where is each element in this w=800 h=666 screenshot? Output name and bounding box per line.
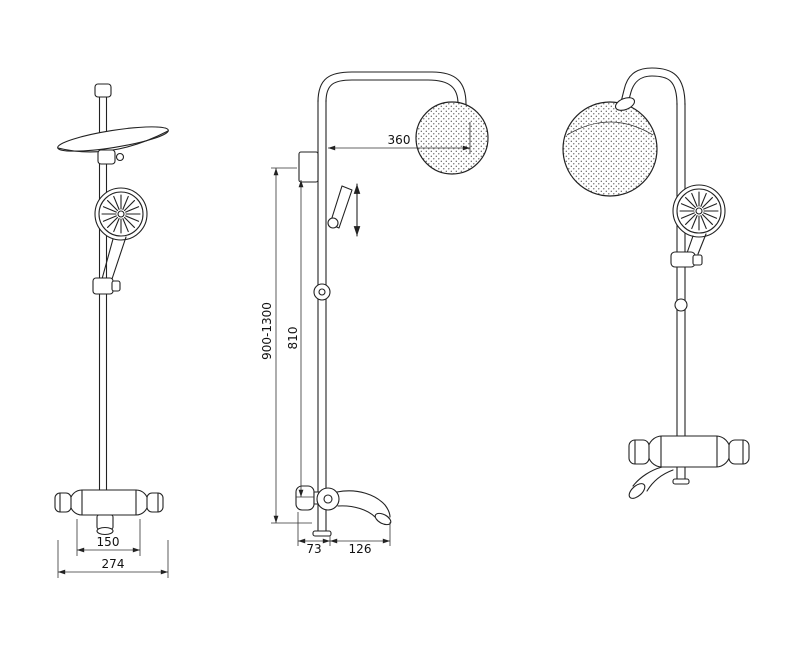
- diverter-lever: [327, 185, 353, 229]
- riser-pipe-perspective: [676, 102, 686, 438]
- spout-outlet-perspective: [628, 483, 646, 499]
- riser-pipe-side: [317, 99, 327, 532]
- top-cap: [94, 83, 112, 98]
- spout-front: [96, 514, 114, 530]
- pipe-connector: [674, 298, 688, 312]
- dim-inlet-spacing: 150: [76, 519, 141, 556]
- dim-overall-width: 274: [57, 540, 169, 578]
- dim-810-label: 810: [286, 327, 300, 350]
- dim-riser-height: 810: [286, 180, 314, 498]
- head-mount: [97, 149, 116, 165]
- dim-126-label: 126: [349, 542, 372, 556]
- holder-side: [313, 283, 331, 301]
- slider-holder: [92, 277, 114, 295]
- dim-150-label: 150: [97, 535, 120, 549]
- top-arm-perspective: [620, 67, 686, 106]
- dim-wall-offset: 73: [297, 512, 331, 556]
- dim-360-label: 360: [388, 133, 411, 147]
- dim-73-label: 73: [306, 542, 321, 556]
- dim-900-1300-label: 900-1300: [260, 302, 274, 360]
- mixer-valve-perspective: [628, 435, 750, 499]
- front-view: 150 274: [54, 83, 169, 578]
- perspective-view: [562, 67, 750, 499]
- rain-shower-head-side: [415, 101, 489, 175]
- dim-spout-reach: 126: [330, 522, 391, 556]
- hand-shower-front: [92, 187, 148, 295]
- mixer-valve-side: [295, 485, 392, 537]
- left-handle-perspective: [628, 439, 650, 465]
- holder-knob: [111, 280, 121, 292]
- slider-holder-perspective: [670, 251, 696, 268]
- left-handle: [54, 492, 72, 513]
- wall-bracket: [298, 151, 319, 183]
- dim-arm-reach: 360: [328, 122, 471, 154]
- dim-274-label: 274: [102, 557, 125, 571]
- head-joint: [614, 97, 636, 111]
- dim-overall-height: 900-1300: [260, 167, 312, 524]
- top-arm-side: [317, 71, 467, 121]
- mixer-valve-front: [54, 489, 164, 536]
- valve-knob-side: [295, 485, 315, 511]
- right-handle: [146, 492, 164, 513]
- right-handle-perspective: [728, 439, 750, 465]
- spout-outlet-side: [374, 512, 392, 526]
- rain-shower-head-perspective: [562, 101, 658, 197]
- mount-screw: [115, 152, 125, 162]
- side-view: 360 900-1300: [260, 71, 489, 556]
- holder-knob-perspective: [692, 254, 703, 266]
- hand-shower-perspective: [670, 184, 726, 268]
